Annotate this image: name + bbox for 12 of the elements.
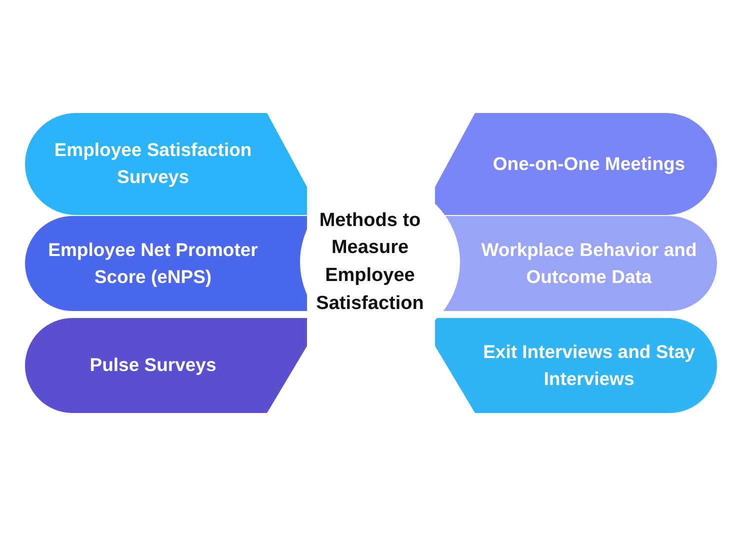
- method-banner: [435, 318, 717, 413]
- method-label: Workplace Behavior and Outcome Data: [480, 238, 698, 288]
- method-label: Employee Net Promoter Score (eNPS): [47, 238, 259, 289]
- method-label: Employee Satisfaction Surveys: [53, 138, 253, 189]
- method-banner: [25, 216, 307, 311]
- method-label: Pulse Surveys: [90, 353, 216, 378]
- method-label: Exit Interviews and Stay Interviews: [482, 340, 696, 390]
- center-title: Methods to Measure Employee Satisfaction: [315, 208, 425, 316]
- method-banner: [25, 113, 307, 215]
- method-banner: [435, 113, 717, 215]
- method-banner: [25, 318, 307, 413]
- method-label: One-on-One Meetings: [492, 152, 686, 176]
